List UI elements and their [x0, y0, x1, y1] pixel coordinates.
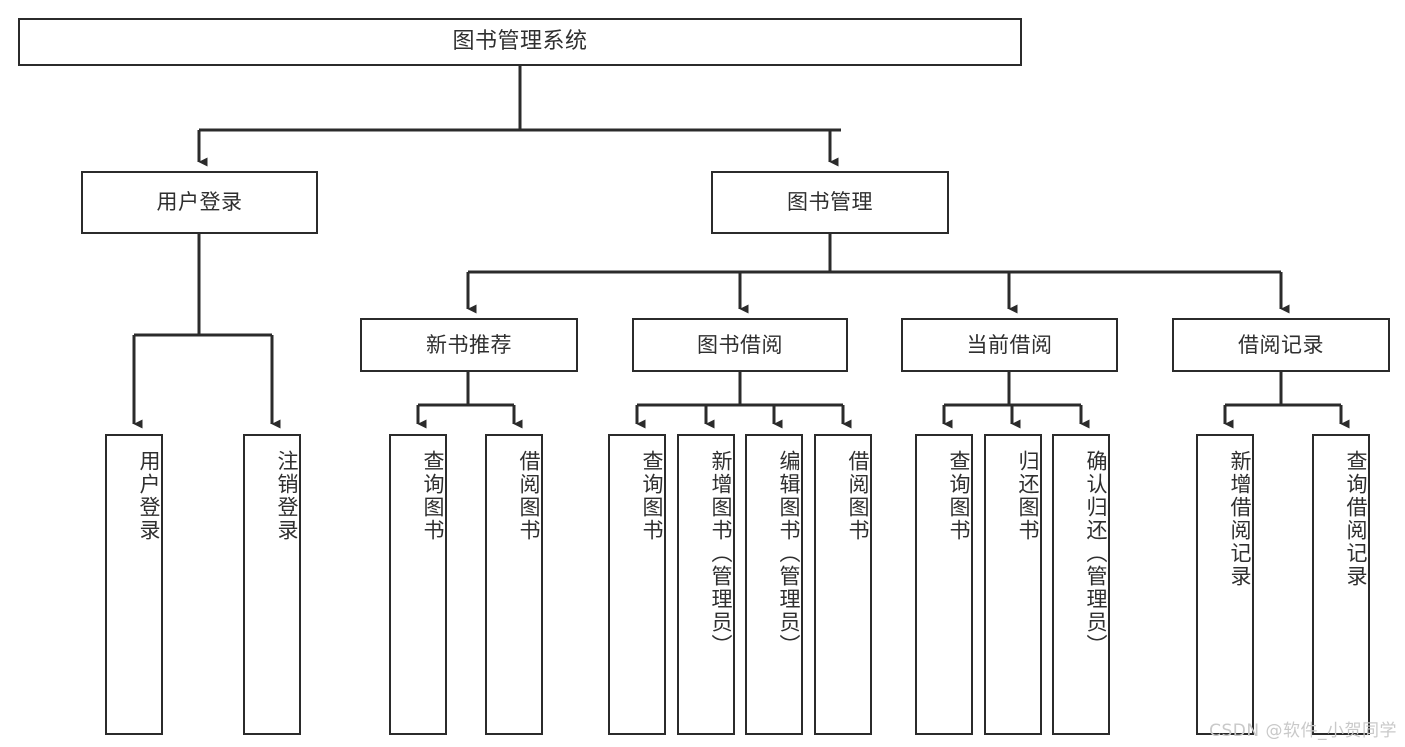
leaf-return-book[interactable]: 归还图书 — [984, 434, 1042, 735]
leaf-return-book-label: 归还图书 — [1016, 450, 1040, 542]
leaf-query-borrow-record-label: 查询借阅记录 — [1344, 450, 1368, 588]
node-borrow-record-label: 借阅记录 — [1238, 332, 1324, 357]
node-root-system[interactable]: 图书管理系统 — [18, 18, 1022, 66]
leaf-borrow-book-recommend-label: 借阅图书 — [517, 450, 541, 542]
node-book-borrow-label: 图书借阅 — [697, 332, 783, 357]
leaf-query-book-current-label: 查询图书 — [947, 450, 971, 542]
node-current-borrow[interactable]: 当前借阅 — [901, 318, 1118, 372]
node-new-book-recommend[interactable]: 新书推荐 — [360, 318, 578, 372]
leaf-logout-label: 注销登录 — [275, 450, 299, 542]
leaf-add-book-admin[interactable]: 新增图书（管理员） — [677, 434, 735, 735]
leaf-logout[interactable]: 注销登录 — [243, 434, 301, 735]
leaf-user-login-label: 用户登录 — [137, 450, 161, 542]
watermark-text: CSDN @软件_小贺同学 — [1209, 721, 1397, 741]
leaf-query-borrow-record[interactable]: 查询借阅记录 — [1312, 434, 1370, 735]
node-book-management-label: 图书管理 — [787, 190, 873, 215]
leaf-add-borrow-record-label: 新增借阅记录 — [1228, 450, 1252, 588]
node-root-system-label: 图书管理系统 — [452, 29, 588, 55]
leaf-borrow-book-recommend[interactable]: 借阅图书 — [485, 434, 543, 735]
node-book-borrow[interactable]: 图书借阅 — [632, 318, 848, 372]
leaf-confirm-return-admin-label: 确认归还（管理员） — [1084, 450, 1108, 657]
leaf-confirm-return-admin[interactable]: 确认归还（管理员） — [1052, 434, 1110, 735]
leaf-add-book-admin-label: 新增图书（管理员） — [709, 450, 733, 657]
node-user-login[interactable]: 用户登录 — [81, 171, 318, 234]
node-borrow-record[interactable]: 借阅记录 — [1172, 318, 1390, 372]
leaf-query-book-recommend[interactable]: 查询图书 — [389, 434, 447, 735]
leaf-borrow-book-label: 借阅图书 — [846, 450, 870, 542]
leaf-borrow-book[interactable]: 借阅图书 — [814, 434, 872, 735]
leaf-add-borrow-record[interactable]: 新增借阅记录 — [1196, 434, 1254, 735]
leaf-query-book-borrow-label: 查询图书 — [640, 450, 664, 542]
leaf-user-login[interactable]: 用户登录 — [105, 434, 163, 735]
node-new-book-recommend-label: 新书推荐 — [426, 332, 512, 357]
node-book-management[interactable]: 图书管理 — [711, 171, 949, 234]
node-user-login-label: 用户登录 — [156, 190, 243, 215]
node-current-borrow-label: 当前借阅 — [966, 332, 1053, 357]
leaf-query-book-recommend-label: 查询图书 — [421, 450, 445, 542]
leaf-edit-book-admin-label: 编辑图书（管理员） — [777, 450, 801, 657]
leaf-query-book-borrow[interactable]: 查询图书 — [608, 434, 666, 735]
leaf-edit-book-admin[interactable]: 编辑图书（管理员） — [745, 434, 803, 735]
leaf-query-book-current[interactable]: 查询图书 — [915, 434, 973, 735]
